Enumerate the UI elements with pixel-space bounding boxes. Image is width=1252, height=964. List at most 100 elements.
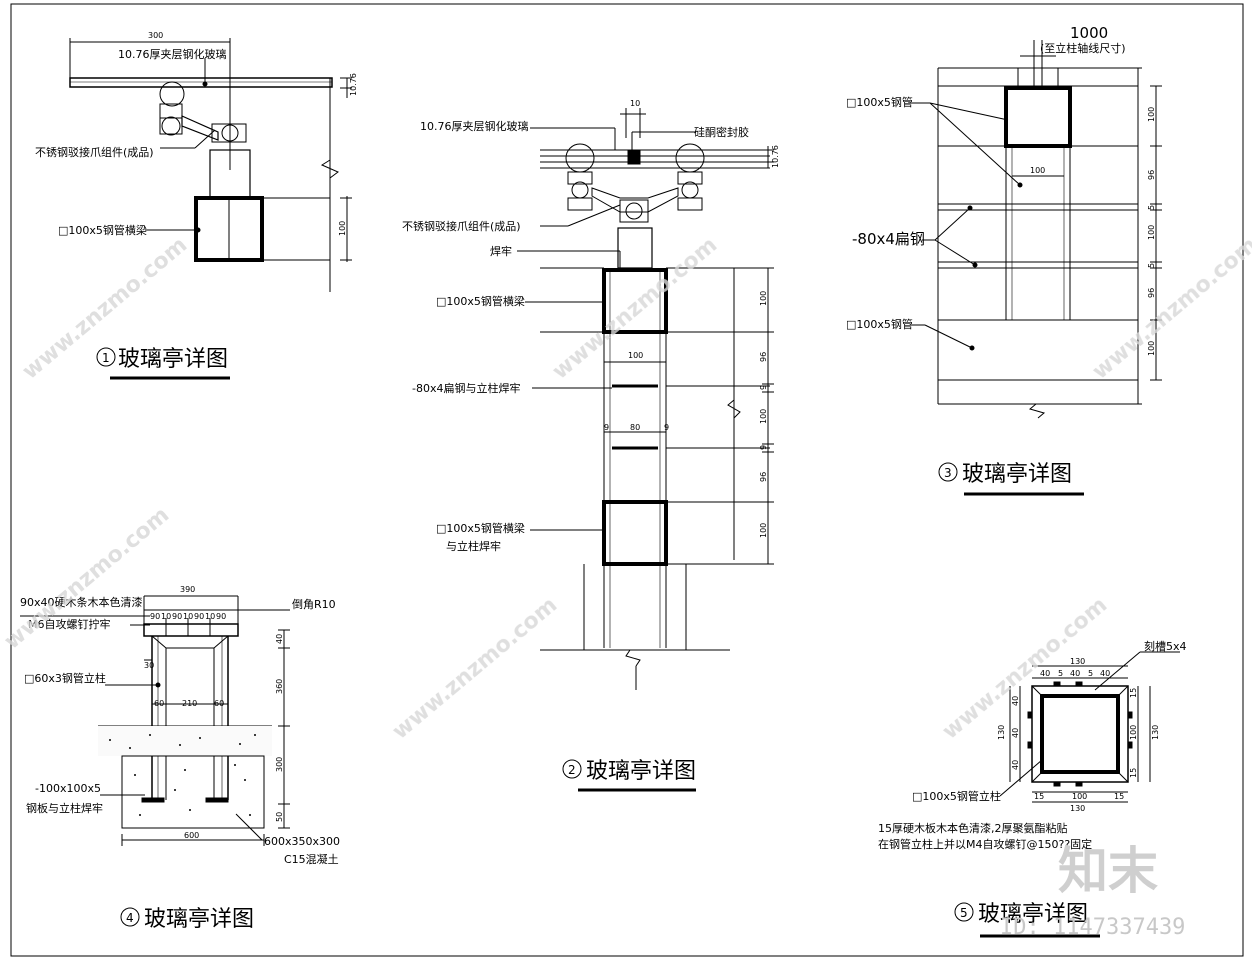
d2-dim-w100: 100: [628, 351, 643, 360]
d2-dim-glass: 10.76: [771, 145, 780, 168]
detail-3-title: 3 玻璃亭详图: [938, 462, 1084, 496]
d3-flat-label: -80x4扁钢: [852, 230, 925, 248]
d1-title-circle: [96, 347, 116, 367]
detail-5-title: 5 玻璃亭详图: [954, 902, 1100, 938]
d5-post-label: □100x5钢管立柱: [912, 789, 1001, 803]
d2-dim-r6: 100: [759, 523, 768, 538]
detail-5: [999, 651, 1180, 803]
d4-dim-r1: 360: [275, 679, 284, 694]
d3-title-num: 3: [944, 466, 952, 480]
d4-post-label: □60x3钢管立柱: [24, 671, 106, 685]
d4-wood-label: 90x40硬木条木本色清漆: [20, 595, 143, 609]
d4-dim-t3: 10: [183, 612, 193, 621]
watermark-site-3: www.znzmo.com: [1088, 233, 1252, 385]
d1-dim-beam: 100: [338, 221, 347, 236]
d1-claw-label: 不锈钢驳接爪组件(成品): [35, 145, 154, 159]
d5-note2: 在钢管立柱上并以M4自攻螺钉@150??固定: [878, 837, 1092, 851]
d4-title-num: 4: [126, 911, 134, 925]
d4-dim-390: 390: [180, 585, 195, 594]
d5-dim-130: 130: [1070, 657, 1085, 666]
d4-dim-60b: 60: [214, 699, 224, 708]
detail-5-labels: 刻槽5x4 130 40 5 40 5 40 15 100 15 130 40 …: [878, 639, 1187, 851]
d5-dim-l1: 40: [1011, 728, 1020, 738]
d3-dim-r4: 5: [1147, 263, 1156, 268]
d4-dim-600: 600: [184, 831, 199, 840]
d3-pipe2-label: □100x5钢管: [846, 317, 913, 331]
d2-glass-label: 10.76厚夹层钢化玻璃: [420, 119, 529, 133]
watermark-site-4: www.znzmo.com: [388, 593, 562, 745]
d5-title-num: 5: [960, 906, 968, 920]
d4-title: 玻璃亭详图: [144, 907, 254, 932]
d3-dim-r6: 100: [1147, 341, 1156, 356]
d4-dim-t5: 10: [205, 612, 215, 621]
detail-1-title: 1 玻璃亭详图: [96, 347, 230, 380]
d3-title-circle: [938, 462, 958, 482]
d5-dim-l0: 40: [1011, 696, 1020, 706]
d2-title: 玻璃亭详图: [586, 759, 696, 784]
d2-dim-80: 80: [630, 423, 640, 432]
d5-dim-130r: 130: [1151, 725, 1160, 740]
d5-dim-t4: 40: [1100, 669, 1110, 678]
d3-dim-top-note: (至立柱轴线尺寸): [1040, 41, 1126, 55]
d4-dim-30: 30: [144, 661, 154, 670]
detail-3-labels: 1000 (至立柱轴线尺寸) □100x5钢管 -80x4扁钢 □100x5钢管…: [846, 24, 1156, 356]
d3-dim-r5: 96: [1147, 288, 1156, 298]
d5-note1: 15厚硬木板木本色清漆,2厚聚氨酯粘贴: [878, 821, 1068, 835]
watermark-id: ID: 1147337439: [1000, 915, 1185, 940]
watermark-logo: 知末: [1058, 842, 1158, 900]
d4-plate-label: -100x100x5: [35, 782, 101, 795]
d5-dim-b2: 15: [1114, 792, 1124, 801]
d5-dim-r0: 15: [1129, 688, 1138, 698]
d4-dim-t6: 90: [216, 612, 226, 621]
d2-beam2b-label: 与立柱焊牢: [446, 539, 501, 553]
detail-4: [20, 595, 290, 846]
d2-dim-r5: 96: [759, 472, 768, 482]
d4-dim-r2: 300: [275, 757, 284, 772]
d5-dim-l2: 40: [1011, 760, 1020, 770]
d5-dim-r1: 100: [1129, 725, 1138, 740]
d1-dim-top: 300: [148, 31, 163, 40]
d3-dim-top: 1000: [1070, 24, 1108, 42]
d5-dim-t0: 40: [1040, 669, 1050, 678]
detail-4-labels: 390 90 10 90 10 90 10 90 30 60 210 60 60…: [20, 585, 340, 866]
d4-plate2-label: 钢板与立柱焊牢: [26, 801, 103, 815]
d1-title-num: 1: [102, 351, 110, 365]
d2-beam-label: □100x5钢管横梁: [436, 294, 525, 308]
watermark-site-6: www.znzmo.com: [0, 503, 174, 655]
d2-dim-9b: 9: [664, 423, 669, 432]
d5-dim-t1: 5: [1058, 669, 1063, 678]
d2-dim-r2: 9: [759, 385, 768, 390]
d3-dim-r3: 100: [1147, 225, 1156, 240]
d5-title: 玻璃亭详图: [978, 902, 1088, 927]
detail-1-labels: 300 10.76厚夹层钢化玻璃 不锈钢驳接爪组件(成品) □100x5钢管横梁…: [35, 31, 358, 237]
d4-dim-t4: 90: [194, 612, 204, 621]
d3-pipe-label: □100x5钢管: [846, 95, 913, 109]
d4-dim-r0: 40: [275, 634, 284, 644]
d2-title-circle: [562, 759, 582, 779]
detail-2-title: 2 玻璃亭详图: [562, 759, 696, 792]
d2-dim-9a: 9: [604, 423, 609, 432]
d2-weld-label: 焊牢: [490, 244, 512, 258]
d3-dim-r2: 5: [1147, 205, 1156, 210]
d4-found-label: 600x350x300: [264, 835, 340, 848]
d2-dim-r4: 9: [759, 445, 768, 450]
d1-beam-label: □100x5钢管横梁: [58, 223, 147, 237]
d4-dim-t2: 90: [172, 612, 182, 621]
d2-dim-r0: 100: [759, 291, 768, 306]
d4-concrete-label: C15混凝土: [284, 852, 339, 866]
d2-dim-r3: 100: [759, 409, 768, 424]
d4-dim-r3: 50: [275, 812, 284, 822]
d2-sealant-label: 硅酮密封胶: [694, 125, 749, 139]
detail-2-labels: 10 10.76厚夹层钢化玻璃 硅酮密封胶 不锈钢驳接爪组件(成品) 焊牢 □1…: [402, 99, 780, 553]
d2-dim-top: 10: [630, 99, 640, 108]
d4-title-circle: [120, 907, 140, 927]
sheet-border: [10, 3, 1244, 957]
detail-4-concrete-hatch: [109, 734, 256, 816]
d4-chamfer-label: 倒角R10: [292, 598, 336, 611]
d4-dim-210: 210: [182, 699, 197, 708]
watermark-site-5: www.znzmo.com: [938, 593, 1112, 745]
d5-dim-130l: 130: [997, 725, 1006, 740]
d2-claw-label: 不锈钢驳接爪组件(成品): [402, 219, 521, 233]
detail-3: [908, 40, 1162, 419]
detail-1: [69, 38, 352, 292]
